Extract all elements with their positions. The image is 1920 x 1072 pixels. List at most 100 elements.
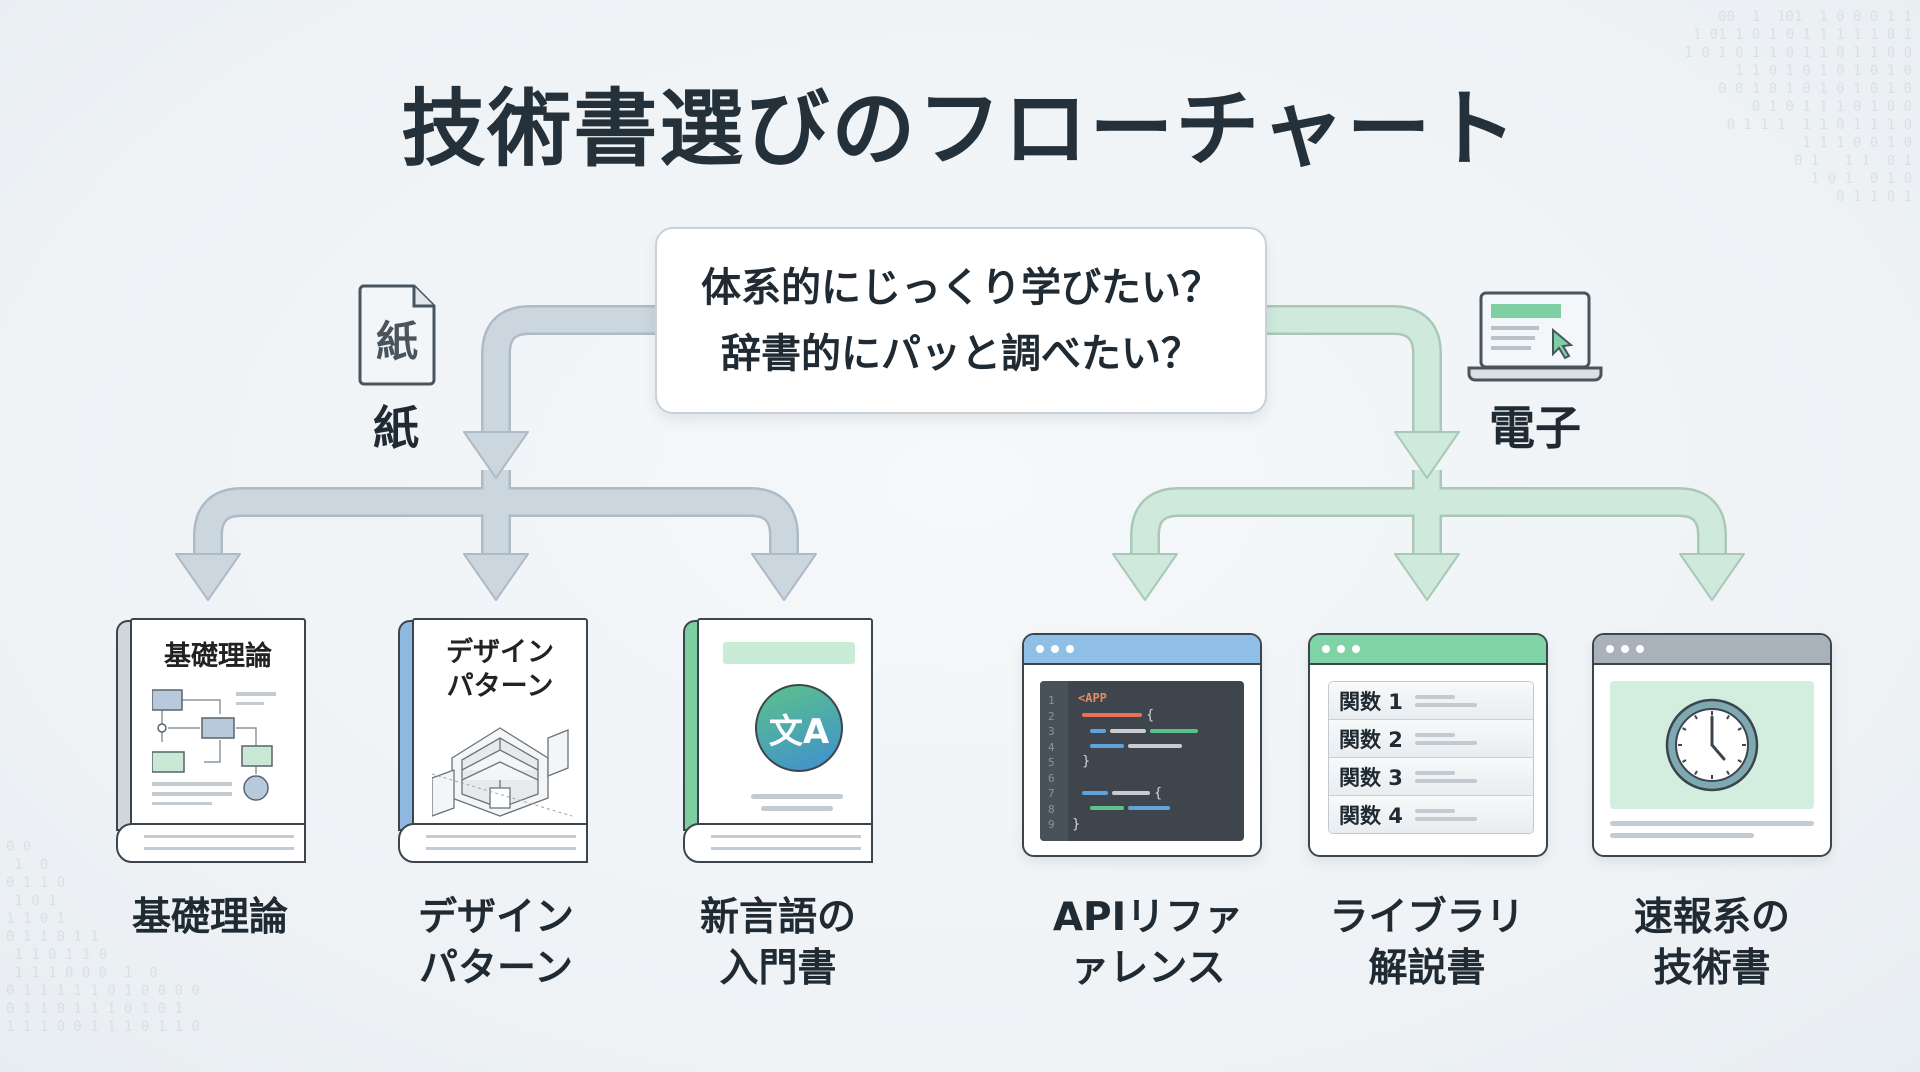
label-line-2: パターン bbox=[418, 946, 574, 991]
svg-text:{: { bbox=[1146, 708, 1154, 723]
label-line-1: APIリファ bbox=[1052, 895, 1244, 940]
line-number: 2 bbox=[1048, 709, 1055, 723]
clock-tick bbox=[1737, 727, 1742, 731]
book-design-patterns: デザイン パターン bbox=[398, 618, 588, 863]
svg-text:{: { bbox=[1154, 786, 1162, 801]
label-line-1: 速報系の bbox=[1633, 895, 1790, 940]
line-numbers: 1 2 3 4 5 6 7 8 9 bbox=[1048, 693, 1055, 833]
paper-document-shape bbox=[358, 284, 436, 386]
clock-tick bbox=[1726, 715, 1730, 720]
arrow-shaft-outline bbox=[481, 305, 655, 440]
function-row: 関数 3 bbox=[1329, 758, 1533, 796]
arrowhead bbox=[463, 553, 529, 601]
code-editor-icon: 1 2 3 4 5 6 7 8 9 <APP { } { } bbox=[1040, 681, 1244, 841]
line-number: 1 bbox=[1048, 694, 1055, 707]
line-gutter bbox=[1040, 681, 1068, 841]
function-row: 関数 1 bbox=[1329, 682, 1533, 720]
cover-title-line-2: パターン bbox=[446, 671, 554, 702]
paper-label: 紙 bbox=[373, 401, 419, 455]
label-library-guide: ライブラリ解説書 bbox=[1277, 892, 1577, 994]
screen-news-tech-books bbox=[1592, 633, 1832, 857]
paper-icon-text: 紙 bbox=[375, 317, 418, 366]
window-title-bar bbox=[1594, 635, 1830, 665]
cover-title: 基礎理論 bbox=[164, 641, 272, 672]
description-lines bbox=[1414, 729, 1477, 749]
clock-tick bbox=[1682, 727, 1687, 731]
digital-label: 電子 bbox=[1489, 401, 1581, 455]
arrow-shaft-outline bbox=[1264, 305, 1442, 440]
line-number: 9 bbox=[1048, 818, 1055, 831]
clock-icon bbox=[1665, 698, 1759, 792]
label-line-1: ライブラリ bbox=[1329, 895, 1525, 940]
label-line-1: 新言語の bbox=[699, 895, 856, 940]
arrowhead bbox=[1394, 553, 1460, 601]
paper-arrows bbox=[175, 305, 817, 601]
svg-text:}: } bbox=[1072, 817, 1080, 832]
paper-document-icon: 紙 bbox=[356, 282, 438, 386]
arrowhead bbox=[175, 553, 241, 601]
function-name: 関数 3 bbox=[1339, 765, 1403, 790]
book-pages bbox=[116, 823, 306, 863]
clock-tick bbox=[1694, 770, 1698, 775]
screen-api-reference: 1 2 3 4 5 6 7 8 9 <APP { } { } bbox=[1022, 633, 1262, 857]
book-new-language: 文A bbox=[683, 618, 873, 863]
label-news-tech-books: 速報系の技術書 bbox=[1562, 892, 1862, 994]
label-line-1: 基礎理論 bbox=[131, 895, 288, 940]
label-line-2: 入門書 bbox=[719, 946, 837, 991]
arrow-shaft bbox=[483, 307, 655, 440]
architecture-blueprint-icon bbox=[432, 727, 572, 817]
binary-background-top-right: 00 1 101 1 0 0 0 1 1 1 01 1 0 1 0 1 1 1 … bbox=[1684, 9, 1912, 205]
digital-arrows bbox=[1112, 305, 1745, 601]
cover-title-bar bbox=[723, 642, 855, 664]
line-number: 7 bbox=[1048, 787, 1055, 800]
clock-tick bbox=[1737, 759, 1742, 763]
description-lines bbox=[1414, 691, 1477, 711]
cover-title-line-1: デザイン bbox=[446, 637, 554, 668]
line-number: 6 bbox=[1048, 771, 1055, 785]
preview-panel bbox=[1610, 681, 1814, 809]
arrowhead bbox=[1394, 431, 1460, 479]
code-lines: { } { } bbox=[1072, 708, 1198, 832]
laptop-shape bbox=[1467, 291, 1603, 382]
flowchart-icon bbox=[152, 689, 276, 805]
question-box: 体系的にじっくり学びたい？ 辞書的にパッと調べたい？ bbox=[655, 227, 1267, 414]
label-fundamentals: 基礎理論 bbox=[60, 892, 360, 943]
label-new-language: 新言語の入門書 bbox=[628, 892, 928, 994]
clock-tick bbox=[1682, 759, 1687, 763]
line-number: 8 bbox=[1048, 802, 1055, 816]
window-title-bar bbox=[1310, 635, 1546, 665]
label-line-1: デザイン bbox=[417, 895, 574, 940]
arrow-shaft bbox=[1264, 307, 1440, 440]
function-list-icon: 関数 1 関数 2 関数 3 関数 4 bbox=[1328, 681, 1534, 834]
laptop-icon bbox=[1467, 290, 1603, 386]
arrowhead bbox=[463, 431, 529, 479]
arrowhead bbox=[1112, 553, 1178, 601]
clock-tick bbox=[1726, 770, 1730, 775]
text-line bbox=[1610, 833, 1754, 838]
arrowhead bbox=[751, 553, 817, 601]
function-row: 関数 4 bbox=[1329, 796, 1533, 833]
description-lines bbox=[1414, 767, 1477, 787]
line-number: 4 bbox=[1048, 740, 1055, 754]
screen-library-guide: 関数 1 関数 2 関数 3 関数 4 bbox=[1308, 633, 1548, 857]
window-title-bar bbox=[1024, 635, 1260, 665]
text-line bbox=[761, 806, 833, 811]
line-number: 5 bbox=[1048, 756, 1055, 769]
label-design-patterns: デザインパターン bbox=[346, 892, 646, 994]
question-line-1: 体系的にじっくり学びたい？ bbox=[701, 264, 1221, 311]
page-title: 技術書選びのフローチャート bbox=[401, 80, 1519, 178]
code-tag: <APP bbox=[1078, 691, 1107, 705]
function-name: 関数 4 bbox=[1339, 803, 1403, 828]
function-name: 関数 2 bbox=[1339, 727, 1403, 752]
question-line-2: 辞書的にパッと調べたい？ bbox=[721, 330, 1201, 377]
book-cover: デザイン パターン bbox=[412, 618, 588, 829]
book-pages bbox=[683, 823, 873, 863]
text-line bbox=[751, 794, 843, 799]
book-cover: 文A bbox=[697, 618, 873, 829]
label-line-2: ァレンス bbox=[1070, 946, 1226, 991]
book-cover: 基礎理論 bbox=[130, 618, 306, 829]
line-number: 3 bbox=[1048, 725, 1055, 738]
text-line bbox=[1610, 821, 1814, 826]
book-pages bbox=[398, 823, 588, 863]
